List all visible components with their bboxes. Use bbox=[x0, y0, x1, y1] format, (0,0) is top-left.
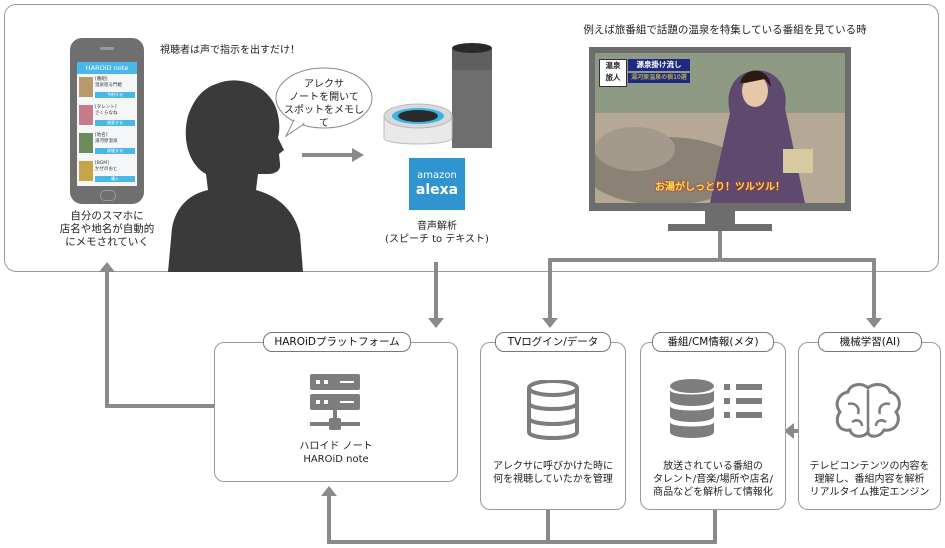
row-button[interactable]: 予約する bbox=[95, 92, 135, 98]
viewer-caption: 視聴者は声で指示を出すだけ！ bbox=[160, 45, 300, 56]
server-icon bbox=[310, 374, 360, 430]
thumbnail bbox=[79, 133, 93, 153]
machine-learning-desc: テレビコンテンツの内容を 理解し、番組内容を解析 リアルタイム推定エンジン bbox=[809, 461, 930, 498]
thumbnail bbox=[79, 77, 93, 97]
row-button[interactable]: 購入 bbox=[95, 176, 135, 182]
row-label: [地名] bbox=[95, 133, 108, 138]
tv-bottom-caption: お湯がしっとり！ツルツル！ bbox=[655, 182, 785, 193]
thumbnail bbox=[79, 161, 93, 181]
phone-caption: 自分のスマホに 店名や地名が自動的 にメモされていく bbox=[59, 210, 155, 248]
machine-learning-title: 機械学習(AI) bbox=[818, 332, 922, 352]
database-icon bbox=[527, 380, 579, 440]
haroid-platform-title: HAROiDプラットフォーム bbox=[263, 332, 411, 352]
row-label: [BGM] bbox=[95, 161, 109, 166]
alexa-caption: 音声解析 (スピーチ to テキスト) bbox=[385, 221, 489, 245]
program-metadata-desc: 放送されている番組の タレント/音楽/場所や店名/ 商品などを解析して情報化 bbox=[652, 461, 774, 498]
arrow-right-icon bbox=[302, 148, 364, 162]
speech-bubble-text: アレクサ ノートを開いて スポットをメモして bbox=[284, 79, 364, 129]
phone-screen: HAROiD note [番組]温泉巡る門姫 予約する [タレント]さくらなね … bbox=[77, 62, 137, 186]
phone-app-title: HAROiD note bbox=[77, 62, 137, 74]
list-item[interactable]: [地名]湯河原温泉 詳細する bbox=[79, 133, 135, 159]
tv-login-data-title: TVログイン/データ bbox=[495, 332, 611, 352]
tv-login-data-desc: アレクサに呼びかけた時に 何を視聴していたかを管理 bbox=[493, 461, 613, 485]
machine-learning-box bbox=[798, 342, 941, 510]
brain-icon bbox=[835, 383, 901, 438]
haroid-platform-desc: ハロイド ノート HAROiD note bbox=[299, 441, 373, 465]
tv-subhead: 湯河原温泉の宿10選 bbox=[628, 73, 690, 83]
top-panel bbox=[4, 4, 939, 272]
tv-screen: 温泉 旅人 源泉掛け流し 湯河原温泉の宿10選 お湯がしっとり！ツルツル！ bbox=[595, 53, 845, 203]
row-label: [タレント] bbox=[95, 105, 117, 110]
row-value: さくらなね bbox=[95, 111, 118, 116]
row-value: かぜのおと bbox=[95, 167, 118, 172]
show-badge: 温泉 旅人 bbox=[599, 59, 627, 87]
tv-stand bbox=[668, 224, 772, 231]
tv-neck bbox=[705, 211, 735, 225]
smartphone: HAROiD note [番組]温泉巡る門姫 予約する [タレント]さくらなね … bbox=[70, 38, 144, 204]
tv-headline: 源泉掛け流し bbox=[628, 59, 690, 71]
tv-caption: 例えば旅番組で話題の温泉を特集している番組を見ている時 bbox=[583, 24, 867, 36]
speech-bubble-shape bbox=[275, 67, 373, 138]
row-button[interactable]: 詳細する bbox=[95, 148, 135, 154]
row-value: 温泉巡る門姫 bbox=[95, 83, 122, 88]
list-item[interactable]: [タレント]さくらなね 検索する bbox=[79, 105, 135, 131]
viewer-silhouette-icon bbox=[168, 80, 303, 272]
row-label: [番組] bbox=[95, 77, 108, 82]
row-button[interactable]: 検索する bbox=[95, 120, 135, 126]
alexa-logo: amazon alexa bbox=[409, 158, 465, 210]
list-item[interactable]: [BGM]かぜのおと 購入 bbox=[79, 161, 135, 187]
row-value: 湯河原温泉 bbox=[95, 139, 118, 144]
home-button bbox=[100, 190, 116, 201]
list-item[interactable]: [番組]温泉巡る門姫 予約する bbox=[79, 77, 135, 103]
program-metadata-title: 番組/CM情報(メタ) bbox=[652, 332, 774, 352]
thumbnail bbox=[79, 105, 93, 125]
television: 温泉 旅人 源泉掛け流し 湯河原温泉の宿10選 お湯がしっとり！ツルツル！ bbox=[589, 47, 851, 211]
database-list-icon bbox=[670, 379, 762, 438]
tv-scene-image bbox=[595, 53, 845, 203]
smart-speaker-icon bbox=[383, 43, 492, 148]
phone-speaker bbox=[100, 47, 114, 50]
